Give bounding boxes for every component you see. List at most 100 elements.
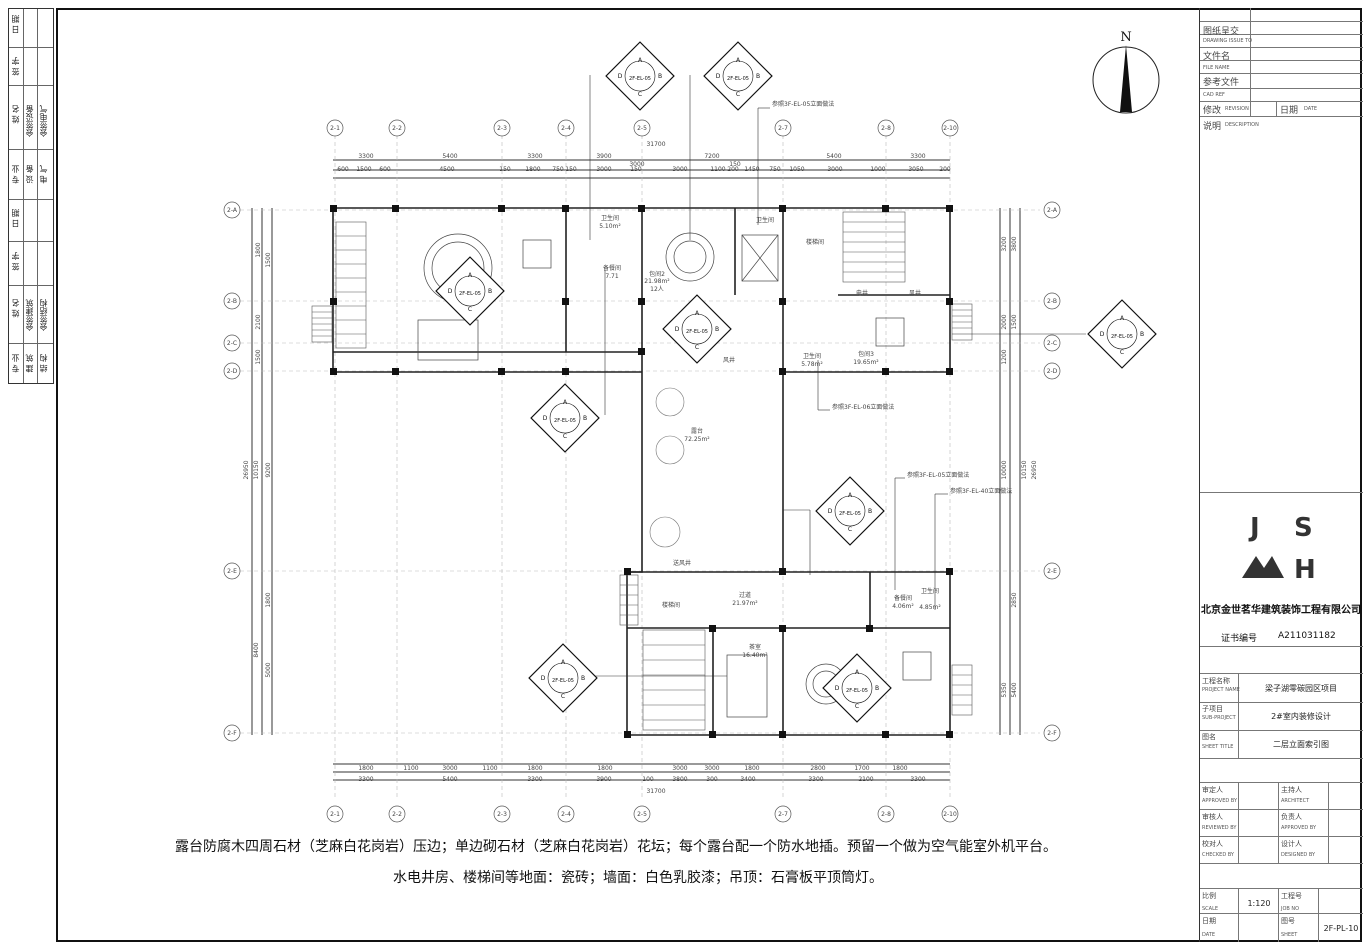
grid-left-f: 2-F [227, 730, 237, 737]
top-dim2-12: 1100 [710, 166, 725, 173]
bottom-dim-9: 1800 [744, 765, 759, 772]
logo-letter-m [1242, 556, 1284, 578]
index-b-6: B [868, 508, 872, 515]
room-pantry-2-area: 4.06m² [892, 603, 914, 610]
right-dim-4: 1200 [1001, 349, 1008, 364]
tb-sub-label: 子项目 [1202, 705, 1223, 713]
tb-scale: 1:120 [1247, 899, 1271, 908]
tb-project: 梁子湖零碳园区项目 [1265, 684, 1337, 693]
top-dim2-7: 750 [552, 166, 564, 173]
bottom-dim-1: 1800 [358, 765, 373, 772]
top-dim2-14: 1450 [744, 166, 759, 173]
tb-sheet-label: 图号 [1281, 917, 1295, 925]
bottom-dim-11: 1700 [854, 765, 869, 772]
tb-cad: 参考文件 [1203, 78, 1240, 88]
index-a-2: A [736, 57, 741, 64]
top-dim2-2: 1500 [356, 166, 371, 173]
overall-dim-top: 31700 [646, 141, 665, 148]
top-dim-2: 5400 [442, 153, 457, 160]
right-dim-7: 2850 [1011, 592, 1018, 607]
grid-right-a: 2-A [1047, 207, 1058, 214]
bottom-dim-12: 1800 [892, 765, 907, 772]
grid-top-6: 2-7 [778, 125, 788, 132]
grid-bottom-2: 2-2 [392, 811, 402, 818]
tb-approved: 审定人 [1202, 786, 1223, 794]
grid-bottom-4: 2-4 [561, 811, 571, 818]
grid-top-5: 2-5 [637, 125, 647, 132]
tb-desc-en: DESCRIPTION [1225, 122, 1259, 128]
index-d-7: D [541, 675, 546, 682]
index-d-9: D [1100, 331, 1105, 338]
room-stair-2: 楼梯间 [662, 601, 680, 609]
tb-file-en: FILE NAME [1203, 65, 1230, 71]
tb-title-label: 图名 [1202, 733, 1216, 741]
bottom-dim-2: 1100 [403, 765, 418, 772]
tb-job-label: 工程号 [1281, 892, 1302, 900]
top-dim-6: 7200 [704, 153, 719, 160]
index-c-9: C [1120, 349, 1124, 356]
room-private-3-area: 19.65m² [853, 359, 879, 366]
top-dim2-11: 3000 [672, 166, 687, 173]
room-corridor-area: 21.97m² [732, 600, 758, 607]
tb-rev-en: REVISION [1225, 106, 1249, 112]
floor-plan: A C D B 2F-EL-05 A C D B 2F-EL-05 A C D … [223, 30, 1160, 823]
bottom-dim2-4: 3900 [596, 776, 611, 783]
right-dim-8: 5350 [1001, 682, 1008, 697]
top-dim2-10: 150 [630, 166, 642, 173]
left-dim-9: 10150 [253, 460, 260, 479]
grid-right-e: 2-E [1047, 568, 1057, 575]
index-c-2: C [736, 91, 740, 98]
right-dim-10: 26950 [1031, 460, 1038, 479]
bottom-dim-4: 1100 [482, 765, 497, 772]
grid-top-7: 2-8 [881, 125, 891, 132]
bottom-dim2-2: 5400 [442, 776, 457, 783]
right-dim-3: 2000 [1001, 314, 1008, 329]
tb-architect: 主持人 [1281, 786, 1302, 794]
logo-letter-j: J [1248, 513, 1260, 543]
grid-top-4: 2-4 [561, 125, 571, 132]
index-d-1: D [618, 73, 623, 80]
index-c-6: C [848, 526, 852, 533]
grid-right-d: 2-D [1047, 368, 1058, 375]
drawing-frame [56, 8, 1362, 942]
room-wc-1-area: 5.10m² [599, 223, 621, 230]
left-dim-6: 1800 [265, 592, 272, 607]
index-c-8: C [855, 703, 859, 710]
callout-4: 参照3F-EL-40立面做法 [950, 487, 1012, 495]
tb-sheet-no: 2F-PL-10 [1323, 924, 1359, 933]
tb-project-label-en: PROJECT NAME [1202, 687, 1240, 693]
index-code-8: 2F-EL-05 [846, 688, 868, 694]
top-dim2-19: 3050 [908, 166, 923, 173]
top-dim2-5: 150 [499, 166, 511, 173]
index-code-1: 2F-EL-05 [629, 76, 651, 82]
tb-date2-label: 日期 [1202, 917, 1216, 925]
room-wc-2: 卫生间 [756, 216, 774, 224]
right-dim-6: 10000 [1001, 460, 1008, 479]
company-logo: J S H [1242, 513, 1316, 582]
left-dim-3: 2100 [255, 314, 262, 329]
bottom-dim2-8: 3400 [740, 776, 755, 783]
grid-top-1: 2-1 [330, 125, 340, 132]
tb-project-label: 工程名称 [1202, 677, 1230, 685]
index-a-1: A [638, 57, 643, 64]
top-dim-3: 3300 [527, 153, 542, 160]
right-dim-9: 5400 [1011, 682, 1018, 697]
overall-dim-bottom: 31700 [646, 788, 665, 795]
bottom-dim-10: 2800 [810, 765, 825, 772]
tb-date-en: DATE [1304, 106, 1318, 112]
top-dim-9: 3300 [910, 153, 925, 160]
room-pantry-1: 备餐间 [603, 264, 621, 272]
left-dim-1: 1800 [255, 242, 262, 257]
tb-approved2-en: APPROVED BY [1281, 825, 1317, 831]
bottom-dim2-1: 3300 [358, 776, 373, 783]
room-wc-1: 卫生间 [601, 214, 619, 222]
grid-bottom-5: 2-5 [637, 811, 647, 818]
top-dim-8: 5400 [826, 153, 841, 160]
index-b-9: B [1140, 331, 1144, 338]
logo-letter-s: S [1294, 513, 1313, 543]
room-corridor: 过道 [739, 591, 751, 599]
grid-bottom-7: 2-8 [881, 811, 891, 818]
note-line-1: 露台防腐木四周石材（芝麻白花岗岩）压边；单边砌石材（芝麻白花岗岩）花坛；每个露台… [175, 839, 1057, 855]
grid-left-a: 2-A [227, 207, 238, 214]
top-dim2-3: 600 [379, 166, 391, 173]
